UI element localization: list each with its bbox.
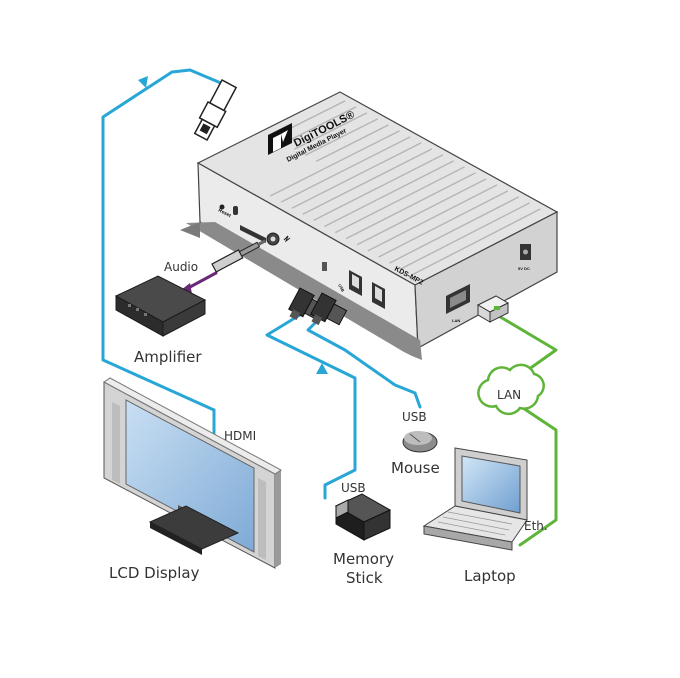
lan-cloud-icon xyxy=(477,363,545,416)
device-ribs xyxy=(269,100,541,276)
usb-plug-mouse-icon xyxy=(310,292,348,326)
mouse-label: Mouse xyxy=(391,459,440,477)
amplifier-device xyxy=(114,275,207,337)
memory-label: Memory xyxy=(333,550,394,568)
ir-sensor-icon xyxy=(322,262,327,271)
eth-label: Eth. xyxy=(524,519,548,533)
laptop-label: Laptop xyxy=(464,567,516,585)
reset-button[interactable] xyxy=(219,204,225,210)
usb-port-2[interactable] xyxy=(372,282,385,309)
lcd-display-device xyxy=(103,377,282,569)
stick-label: Stick xyxy=(346,569,383,587)
lcd-display-label: LCD Display xyxy=(109,564,200,582)
hdmi-cable xyxy=(101,68,230,435)
amplifier-label: Amplifier xyxy=(134,348,202,366)
hdmi-plug-icon xyxy=(193,78,238,142)
audio-symbol-icon xyxy=(283,235,291,243)
usb-port-1[interactable] xyxy=(349,270,362,296)
lan-label: LAN xyxy=(497,388,521,402)
audio-label: Audio xyxy=(164,260,198,274)
lan-port-label: LAN xyxy=(452,318,460,323)
usb-mouse-label: USB xyxy=(402,410,427,424)
cable-direction-arrow xyxy=(316,363,328,374)
lan-port[interactable] xyxy=(446,284,470,314)
cable-direction-arrow-hdmi xyxy=(138,76,148,88)
rj45-plug-icon xyxy=(476,295,510,323)
laptop-device xyxy=(422,447,528,551)
digital-media-player-device: DigiTOOLS® Digital Media Player Reset KD… xyxy=(180,91,559,360)
memory-stick-device xyxy=(334,493,392,541)
dc-power-port[interactable] xyxy=(520,244,531,260)
usb-cable-memory-stick xyxy=(265,311,357,500)
kramer-logo-icon xyxy=(268,123,292,155)
usb-port-label: USB xyxy=(337,283,346,293)
audio-cable xyxy=(188,271,218,289)
mouse-device xyxy=(402,431,438,453)
status-led-icon xyxy=(233,206,238,215)
audio-plug-icon xyxy=(211,239,267,273)
reset-label: Reset xyxy=(217,207,232,219)
usb-cable-mouse xyxy=(306,316,422,409)
dc-port-label: 5V DC xyxy=(518,266,530,271)
hdmi-label: HDMI xyxy=(224,429,256,443)
usb-memory-label: USB xyxy=(341,481,366,495)
sd-card-slot[interactable] xyxy=(240,225,266,243)
